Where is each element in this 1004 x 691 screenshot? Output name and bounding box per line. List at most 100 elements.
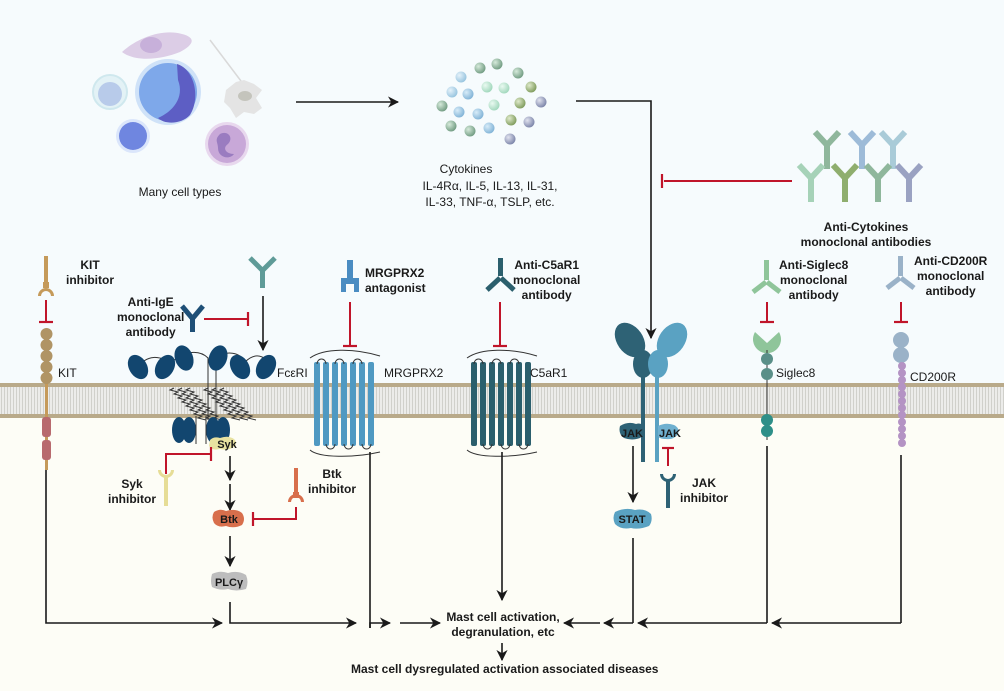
mrgprx2-loop	[325, 443, 336, 450]
siglec8-label: Siglec8	[776, 366, 816, 380]
cytokine-particle	[523, 116, 535, 128]
antibody-arm	[859, 129, 877, 148]
label-line: monoclonal	[117, 310, 185, 324]
label-line: inhibitor	[680, 491, 728, 505]
syk-inhibitor-label: Syk inhibitor	[108, 477, 156, 507]
fceri-label: FcεRI	[277, 366, 308, 380]
jak-left-kinase	[619, 422, 645, 440]
anti-ige-antibody-icon	[180, 304, 205, 332]
c5ar1-helix	[507, 362, 513, 446]
antibody-icon	[894, 162, 924, 202]
transmembrane-helix	[202, 387, 241, 421]
cd200r-bead	[898, 369, 906, 377]
cd200r-bead	[898, 383, 906, 391]
c5ar1-helix	[516, 362, 522, 446]
cytokine-particle	[491, 58, 503, 70]
ige-antibody-icon	[248, 256, 277, 288]
inhibit-syk	[165, 453, 210, 474]
label-line: Anti-IgE	[127, 295, 174, 309]
antibody-arm	[808, 162, 826, 181]
antibody-stem	[875, 176, 881, 202]
antibody-arm	[906, 162, 924, 181]
cytokine-particle	[514, 97, 526, 109]
siglec8-receptor	[753, 332, 781, 440]
mrgprx2-helix	[341, 362, 347, 446]
cytokine-particle	[512, 67, 524, 79]
syk-kinase	[209, 436, 236, 450]
c5ar1-c-terminus	[466, 449, 538, 457]
mrgprx2-helix	[323, 362, 329, 446]
c5ar1-helix	[489, 362, 495, 446]
mrgprx2-helix	[314, 362, 320, 446]
cytokine-particle	[445, 120, 457, 132]
arrow-kit-to-activation	[45, 470, 224, 629]
fceri-receptor	[127, 345, 277, 444]
c5ar1-helix	[480, 362, 486, 446]
antibody-icon	[830, 162, 860, 202]
antibody-stem	[808, 176, 814, 202]
cytokine-particle	[483, 122, 495, 134]
cytokine-particle	[453, 106, 465, 118]
jak-inhibitor-label: JAK inhibitor	[680, 476, 728, 506]
cytokine-particle	[481, 81, 493, 93]
c5ar1-helix	[498, 362, 504, 446]
c5ar1-helix	[471, 362, 477, 446]
cd200r-bead	[898, 432, 906, 440]
label-line: inhibitor	[66, 273, 114, 287]
stat-label: STAT	[618, 514, 645, 526]
cd200r-bead	[898, 397, 906, 405]
label-line: Syk	[121, 477, 143, 491]
antibody-arm	[890, 129, 908, 148]
label-line: MRGPRX2	[365, 266, 425, 280]
transmembrane-helix	[184, 387, 223, 421]
arrow-mrgprx2-to-activation	[369, 617, 392, 629]
label-line: Anti-C5aR1	[514, 258, 580, 272]
plcg-enzyme	[211, 571, 248, 591]
label-line: antibody	[788, 288, 839, 302]
anti-ige-label: Anti-IgE monoclonal antibody	[117, 295, 184, 340]
anti-cytokine-antibodies-icon	[796, 129, 924, 202]
cd200r-bead	[898, 390, 906, 398]
anti-cytokines-label-line2: monoclonal antibodies	[801, 235, 932, 249]
cd200r-label: CD200R	[910, 370, 957, 384]
cytokine-particle	[505, 114, 517, 126]
mrgprx2-n-terminus	[309, 349, 381, 359]
btk-kinase	[212, 509, 244, 528]
antibody-arm	[875, 162, 893, 181]
cytokine-particle	[498, 82, 510, 94]
mrgprx2-loop	[334, 358, 345, 365]
mrgprx2-antagonist-label: MRGPRX2 antagonist	[365, 266, 426, 296]
cytokine-receptor	[614, 322, 688, 462]
label-line: degranulation, etc	[451, 625, 555, 639]
label-line: antagonist	[365, 281, 426, 295]
c5ar1-label: C5aR1	[530, 366, 568, 380]
cells-label: Many cell types	[139, 185, 222, 199]
c5ar1-loop	[518, 443, 529, 450]
stat-protein	[613, 508, 652, 529]
label-line: inhibitor	[308, 482, 356, 496]
cd200r-bead	[898, 439, 906, 447]
arrow-cytokines-to-jak-receptor	[576, 100, 657, 340]
anti-c5ar1-antibody-icon	[485, 258, 516, 292]
mrgprx2-loop	[343, 443, 354, 450]
btk-inhibitor-icon	[288, 468, 304, 502]
jak-right-kinase	[658, 423, 679, 440]
transmembrane-helix	[210, 387, 249, 421]
antibody-arm	[842, 162, 860, 181]
cytokine-particle	[504, 133, 516, 145]
cytokine-particle	[455, 71, 467, 83]
label-line: monoclonal	[780, 273, 848, 287]
label-line: antibody	[925, 284, 976, 298]
c5ar1-loop	[482, 443, 493, 450]
mrgprx2-label: MRGPRX2	[384, 366, 444, 380]
btk-label: Btk	[220, 514, 239, 526]
jak-inhibitor-icon	[660, 474, 676, 508]
mrgprx2-receptor	[309, 349, 381, 457]
cytokine-particle	[436, 100, 448, 112]
cd200r-receptor	[893, 332, 909, 447]
inhibit-btk	[254, 507, 297, 520]
cytokines-list-line1: IL-4Rα, IL-5, IL-13, IL-31,	[423, 179, 558, 193]
syk-inhibitor-icon	[158, 470, 174, 506]
